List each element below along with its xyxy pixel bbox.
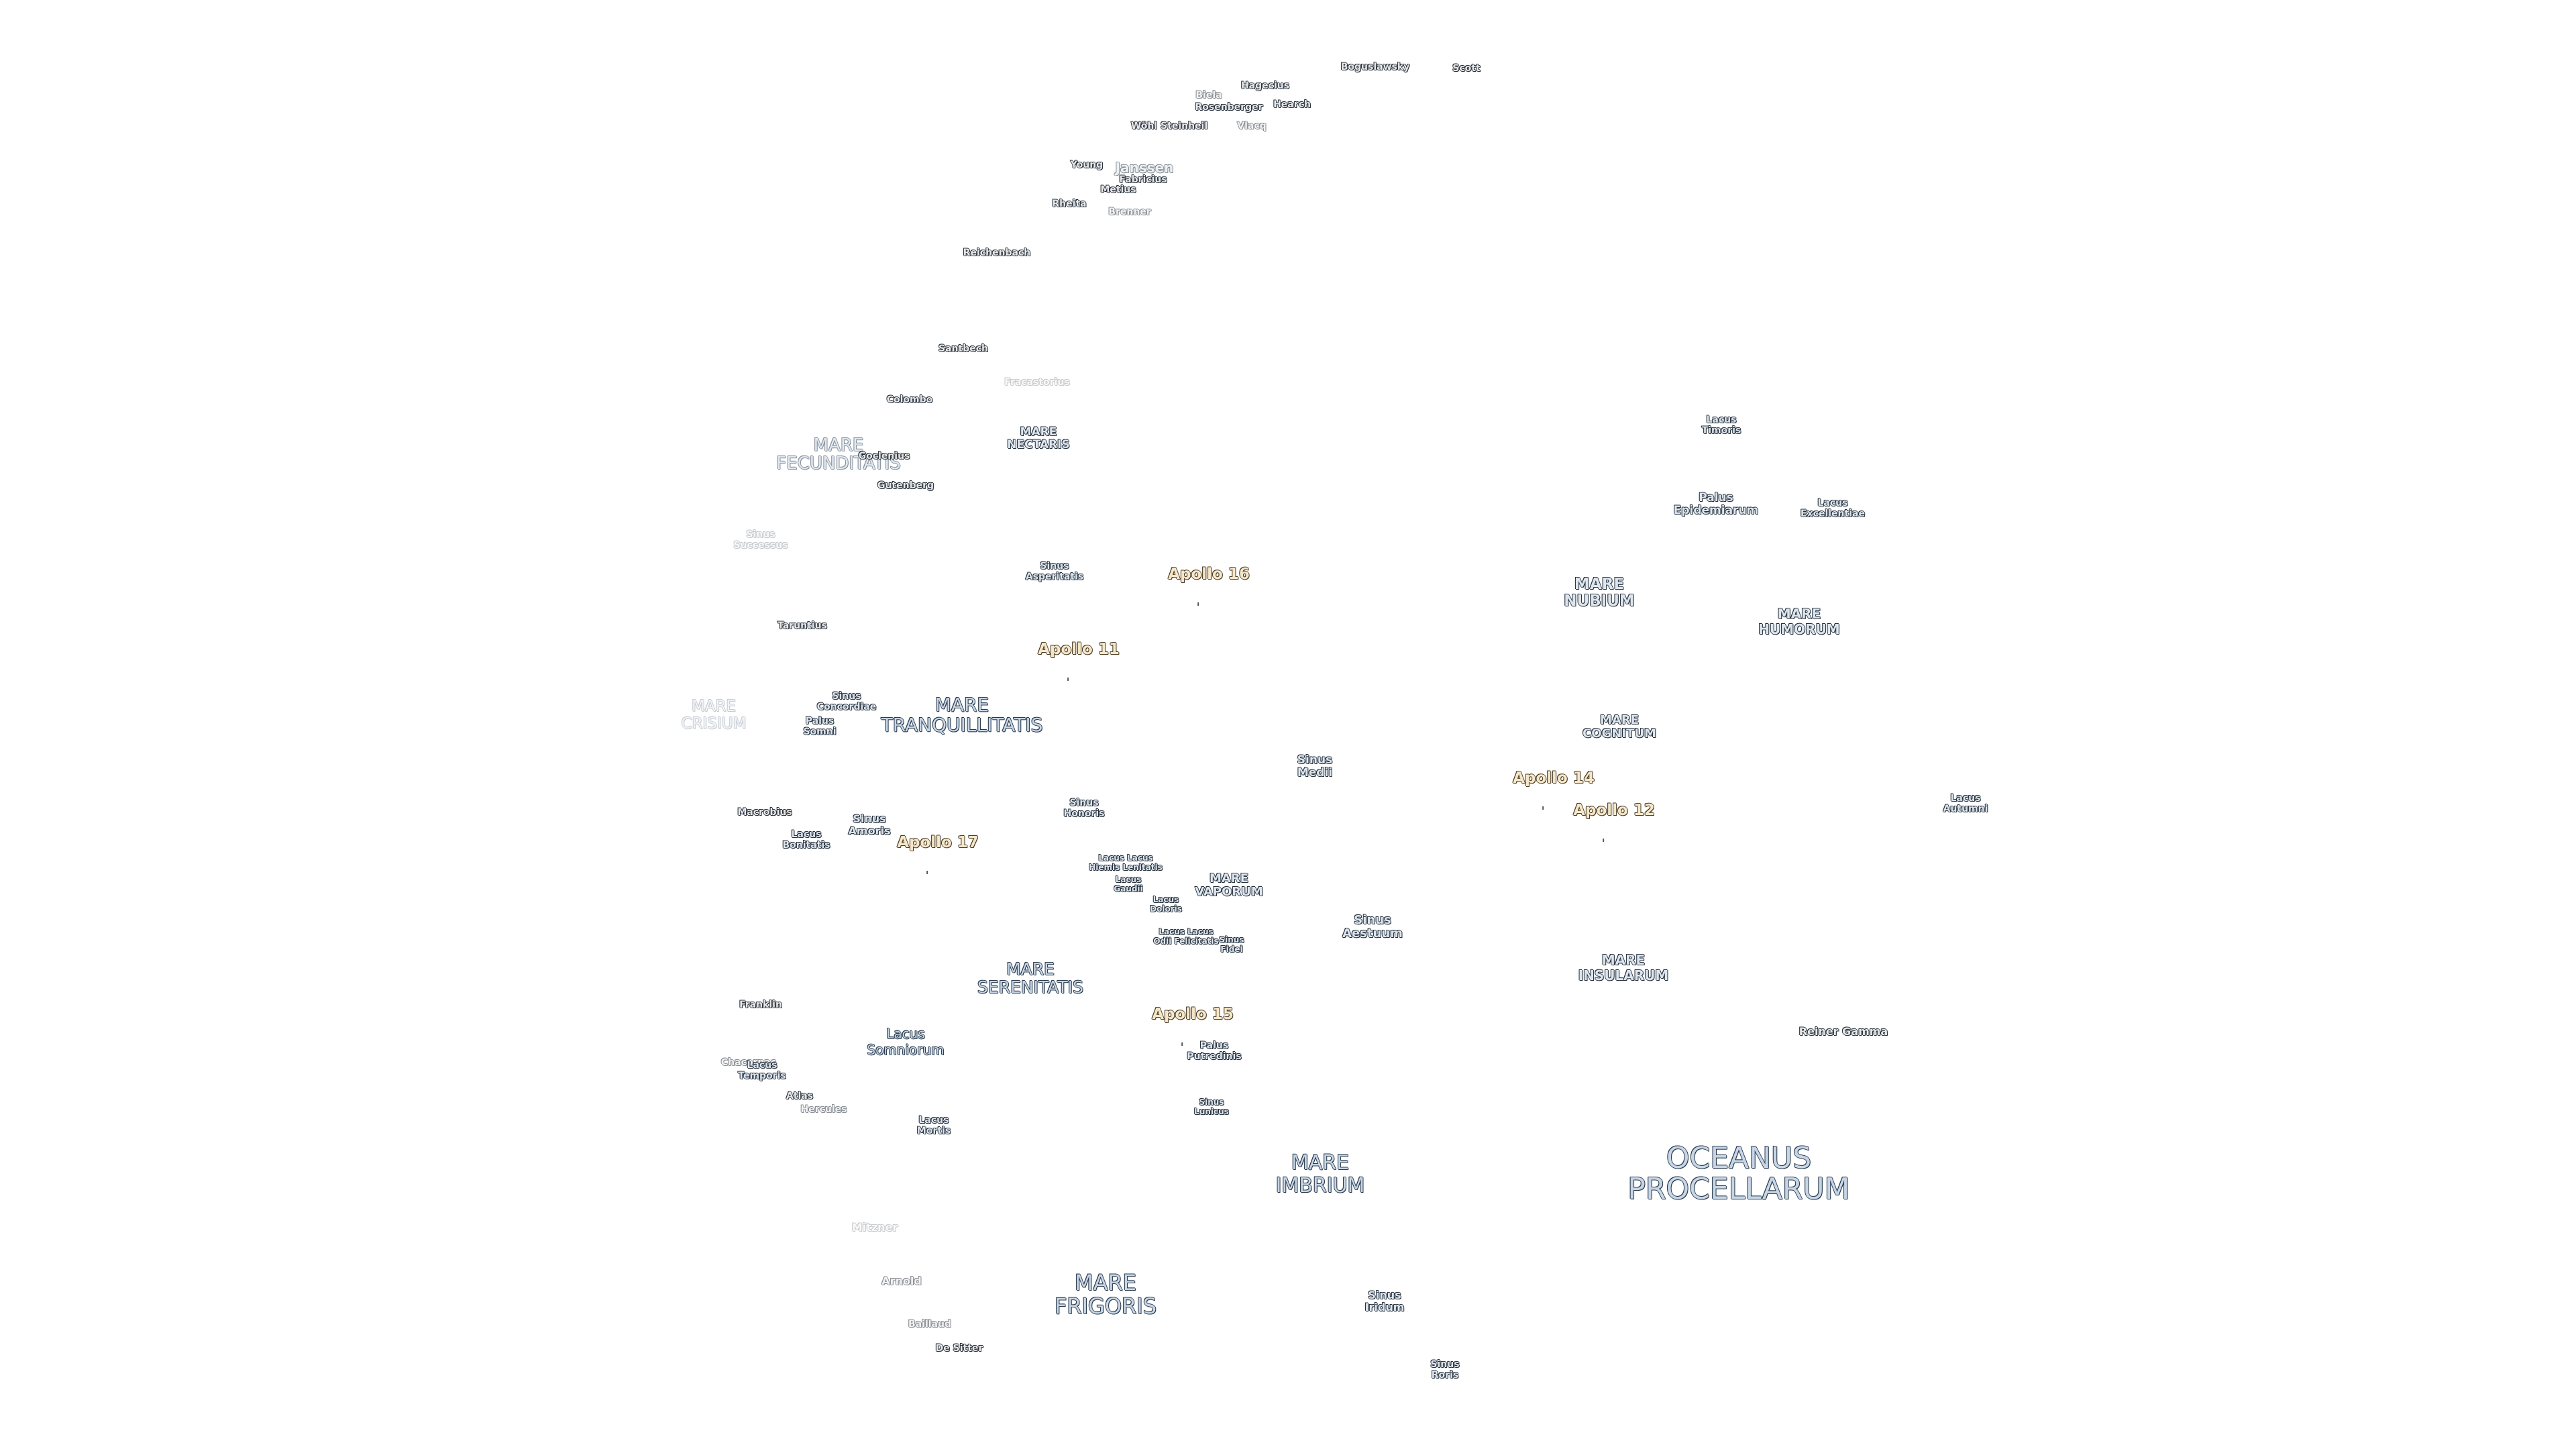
label-santbech[interactable]: Santbech (938, 343, 988, 354)
label-reichenbach[interactable]: Reichenbach (963, 248, 1031, 258)
label-mare-crisium[interactable]: MARE CRISIUM (681, 698, 747, 733)
label-mare-nectaris[interactable]: MARE NECTARIS (1007, 425, 1070, 451)
label-goclenius[interactable]: Goclenius (858, 451, 910, 462)
label-sinus-fidei[interactable]: Sinus Fidei (1219, 935, 1244, 954)
apollo-12-label: Apollo 12 (1573, 802, 1655, 819)
label-scott[interactable]: Scott (1452, 63, 1481, 74)
label-mare-nubium[interactable]: MARE NUBIUM (1564, 576, 1635, 610)
label-mare-fecunditatis[interactable]: MARE FECUNDITATIS (776, 435, 901, 474)
label-hagecius[interactable]: Hagecius (1240, 80, 1290, 91)
apollo-16-site-icon (1197, 602, 1199, 606)
label-mare-insularum[interactable]: MARE INSULARUM (1578, 952, 1669, 983)
label-oceanus-procellarum[interactable]: OCEANUS PROCELLARUM (1627, 1141, 1850, 1206)
label-lacus-hiemis-lenitatis[interactable]: Lacus Lacus Hiemis Lenitatis (1089, 853, 1163, 872)
label-sinus-roris[interactable]: Sinus Roris (1430, 1359, 1460, 1381)
label-lacus-somniorum[interactable]: Lacus Somniorum (867, 1026, 945, 1058)
label-colombo[interactable]: Colombo (886, 394, 933, 405)
label-gutenberg[interactable]: Gutenberg (877, 480, 934, 491)
marker-apollo-12[interactable]: Apollo 12 (1552, 784, 1655, 842)
apollo-16-label: Apollo 16 (1168, 566, 1250, 583)
label-mare-tranquillitatis[interactable]: MARE TRANQUILLITATIS (881, 694, 1043, 736)
label-wohl-steinheil[interactable]: Wöhl Steinheil (1130, 121, 1208, 131)
label-lacus-mortis[interactable]: Lacus Mortis (916, 1115, 951, 1136)
label-palus-putredinis[interactable]: Palus Putredinis (1187, 1040, 1242, 1062)
label-atlas[interactable]: Atlas (786, 1091, 814, 1102)
label-mare-serenitatis[interactable]: MARE SERENITATIS (977, 959, 1083, 997)
label-reiner-gamma[interactable]: Reiner Gamma (1799, 1025, 1888, 1038)
label-chacornac[interactable]: Chacornac (720, 1057, 777, 1068)
apollo-17-label: Apollo 17 (897, 834, 979, 851)
label-biela[interactable]: Biela (1195, 90, 1222, 101)
label-taruntius[interactable]: Taruntius (777, 621, 827, 631)
label-lacus-gaudii[interactable]: Lacus Gaudii (1114, 875, 1143, 894)
apollo-11-site-icon (1067, 678, 1069, 681)
label-vlacq[interactable]: Vlacq (1237, 121, 1267, 131)
label-palus-somni[interactable]: Palus Somni (803, 716, 837, 737)
label-fracastorius[interactable]: Fracastorius (1004, 377, 1070, 388)
label-sinus-iridum[interactable]: Sinus Iridum (1364, 1289, 1405, 1313)
label-sinus-aestuum[interactable]: Sinus Aestuum (1342, 913, 1403, 941)
label-mare-imbrium[interactable]: MARE IMBRIUM (1275, 1151, 1365, 1197)
apollo-15-label: Apollo 15 (1152, 1006, 1234, 1023)
label-hercules[interactable]: Hercules (800, 1104, 847, 1115)
label-lacus-excellentiae[interactable]: Lacus Excellentiae (1801, 498, 1865, 519)
apollo-12-site-icon (1603, 839, 1604, 842)
label-mare-frigoris[interactable]: MARE FRIGORIS (1054, 1270, 1157, 1319)
label-rosenberger[interactable]: Rosenberger (1195, 102, 1263, 113)
label-young[interactable]: Young (1070, 160, 1104, 170)
label-palus-epidemiarum[interactable]: Palus Epidemiarum (1673, 491, 1759, 517)
label-mare-vaporum[interactable]: MARE VAPORUM (1195, 871, 1263, 899)
label-mare-humorum[interactable]: MARE HUMORUM (1758, 606, 1840, 637)
label-lacus-temporis[interactable]: Lacus Temporis (738, 1060, 786, 1081)
apollo-17-site-icon (926, 871, 928, 874)
apollo-14-site-icon (1542, 806, 1544, 810)
marker-apollo-17[interactable]: Apollo 17 (875, 816, 979, 874)
label-lacus-bonitatis[interactable]: Lacus Bonitatis (782, 829, 830, 851)
label-mitzner[interactable]: Mitzner (851, 1221, 898, 1234)
apollo-11-label: Apollo 11 (1038, 641, 1120, 658)
apollo-14-label: Apollo 14 (1513, 769, 1595, 787)
marker-apollo-16[interactable]: Apollo 16 (1146, 548, 1250, 606)
marker-apollo-14[interactable]: Apollo 14 (1491, 752, 1595, 810)
label-mare-cognitum[interactable]: MARE COGNITUM (1582, 713, 1656, 741)
label-boguslawsky[interactable]: Boguslawsky (1340, 62, 1410, 72)
label-rheita[interactable]: Rheita (1052, 199, 1087, 209)
label-sinus-asperitatis[interactable]: Sinus Asperitatis (1025, 561, 1084, 582)
label-sinus-medii[interactable]: Sinus Medii (1297, 753, 1333, 780)
label-sinus-successus[interactable]: Sinus Successus (733, 529, 788, 551)
label-franklin[interactable]: Franklin (739, 1000, 782, 1010)
label-sinus-lunicus[interactable]: Sinus Lunicus (1194, 1097, 1229, 1116)
label-janssen[interactable]: Janssen (1115, 160, 1174, 176)
label-metius[interactable]: Metius (1100, 184, 1136, 195)
apollo-15-site-icon (1181, 1042, 1183, 1046)
marker-apollo-15[interactable]: Apollo 15 (1130, 988, 1234, 1046)
label-sinus-concordiae[interactable]: Sinus Concordiae (816, 691, 877, 712)
label-lacus-autumni[interactable]: Lacus Autumni (1943, 793, 1988, 814)
label-lacus-timoris[interactable]: Lacus Timoris (1701, 415, 1741, 436)
label-de-sitter[interactable]: De Sitter (935, 1343, 983, 1354)
label-arnold[interactable]: Arnold (881, 1275, 922, 1287)
label-macrobius[interactable]: Macrobius (737, 807, 792, 818)
marker-apollo-11[interactable]: Apollo 11 (1016, 623, 1120, 681)
label-brenner[interactable]: Brenner (1108, 207, 1151, 217)
label-sinus-amoris[interactable]: Sinus Amoris (848, 812, 891, 837)
label-fabricius[interactable]: Fabricius (1119, 174, 1167, 185)
label-sinus-honoris[interactable]: Sinus Honoris (1063, 798, 1105, 819)
label-baillaud[interactable]: Baillaud (908, 1319, 951, 1330)
label-lacus-doloris[interactable]: Lacus Doloris (1150, 895, 1182, 914)
label-hearch[interactable]: Hearch (1273, 99, 1311, 110)
label-lacus-odii-felicitatis[interactable]: Lacus Lacus Odii Felicitatis (1153, 927, 1219, 946)
